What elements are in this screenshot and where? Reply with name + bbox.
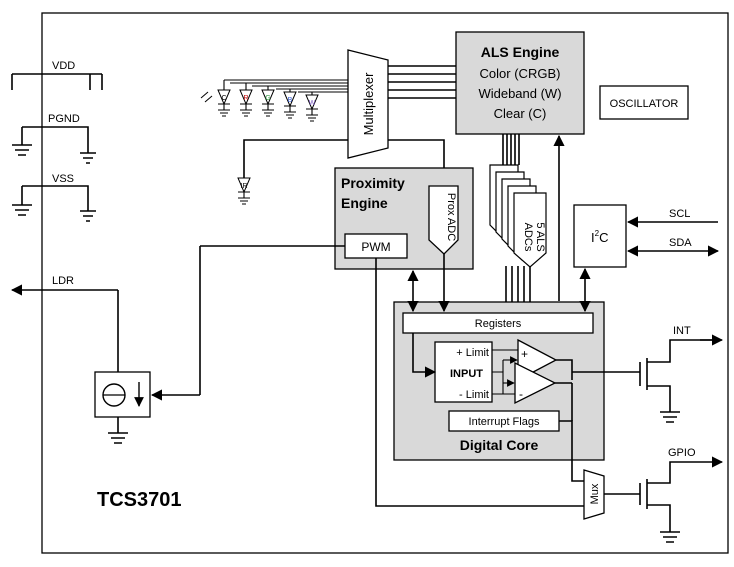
als-engine-title: ALS Engine (481, 44, 560, 60)
photodiode-c: C (217, 89, 231, 117)
svg-text:INPUT: INPUT (450, 368, 483, 380)
svg-text:+: + (521, 347, 528, 361)
photodiode-w: W (305, 92, 319, 122)
gpio-transistor (639, 461, 700, 543)
svg-text:Interrupt Flags: Interrupt Flags (469, 416, 540, 428)
pgnd-label: PGND (48, 113, 80, 125)
multiplexer: Multiplexer (347, 49, 389, 159)
als-adcs: 5 ALS ADCs (489, 164, 547, 268)
svg-text:Registers: Registers (475, 318, 522, 330)
input-block: + Limit INPUT - Limit (434, 341, 493, 403)
sda-label: SDA (669, 237, 692, 249)
svg-text:PWM: PWM (361, 240, 390, 254)
int-label: INT (673, 325, 691, 337)
photodiode-array: C R G B W (200, 79, 348, 122)
photodiode-g: G (261, 89, 275, 117)
photodiode-b: B (283, 91, 297, 119)
scl-label: SCL (669, 208, 690, 220)
als-engine: ALS Engine Color (CRGB) Wideband (W) Cle… (455, 31, 585, 135)
int-pin: INT (673, 325, 724, 346)
pwm-block: PWM (344, 233, 408, 259)
gpio-pin: GPIO (668, 447, 724, 468)
light-icon (200, 91, 213, 103)
chip-name: TCS3701 (97, 489, 182, 511)
scl-pin: SCL (626, 208, 718, 228)
digital-core: Registers + Limit INPUT - Limit + - Inte… (393, 301, 605, 461)
svg-text:Proximity: Proximity (341, 175, 405, 191)
svg-text:5 ALS: 5 ALS (534, 222, 546, 251)
gpio-label: GPIO (668, 447, 696, 459)
pgnd-pin: PGND (12, 113, 96, 164)
svg-text:W: W (309, 100, 316, 107)
svg-text:IR: IR (241, 183, 248, 190)
svg-text:Mux: Mux (589, 483, 601, 504)
svg-text:ADCs: ADCs (522, 223, 534, 252)
vdd-pin: VDD (11, 60, 103, 90)
i2c-label: I2C (591, 229, 608, 245)
digital-core-title: Digital Core (460, 437, 539, 453)
svg-text:C: C (221, 95, 226, 102)
ldr-current-source (94, 371, 151, 444)
vss-pin: VSS (12, 173, 96, 222)
svg-text:- Limit: - Limit (459, 389, 489, 401)
svg-text:Prox ADC: Prox ADC (445, 193, 457, 241)
ldr-label: LDR (52, 275, 74, 287)
chip-outline (41, 12, 729, 554)
i2c-block: I2C (573, 204, 627, 268)
ldr-pin: LDR (10, 275, 119, 372)
proximity-engine: Proximity Engine PWM Prox ADC (334, 167, 474, 270)
svg-text:Color (CRGB): Color (CRGB) (480, 66, 561, 81)
interrupt-flags: Interrupt Flags (448, 410, 560, 432)
svg-text:-: - (519, 387, 523, 401)
photodiode-r: R (239, 89, 253, 117)
prox-adc: Prox ADC (428, 185, 459, 255)
vss-label: VSS (52, 173, 74, 185)
comparator-lower: - (514, 361, 557, 405)
svg-text:Engine: Engine (341, 195, 388, 211)
svg-text:G: G (265, 95, 270, 102)
sda-pin: SDA (626, 237, 720, 257)
svg-text:Wideband (W): Wideband (W) (478, 86, 561, 101)
svg-text:Multiplexer: Multiplexer (361, 72, 376, 136)
svg-text:Clear (C): Clear (C) (494, 106, 547, 121)
svg-text:B: B (288, 97, 293, 104)
int-transistor (639, 339, 718, 423)
svg-text:+ Limit: + Limit (456, 347, 489, 359)
vdd-label: VDD (52, 60, 75, 72)
output-mux: Mux (583, 469, 605, 520)
svg-text:R: R (243, 95, 248, 102)
photodiode-ir: IR (237, 139, 348, 205)
svg-text:OSCILLATOR: OSCILLATOR (610, 98, 679, 110)
oscillator: OSCILLATOR (599, 85, 689, 120)
registers-block: Registers (402, 312, 594, 334)
